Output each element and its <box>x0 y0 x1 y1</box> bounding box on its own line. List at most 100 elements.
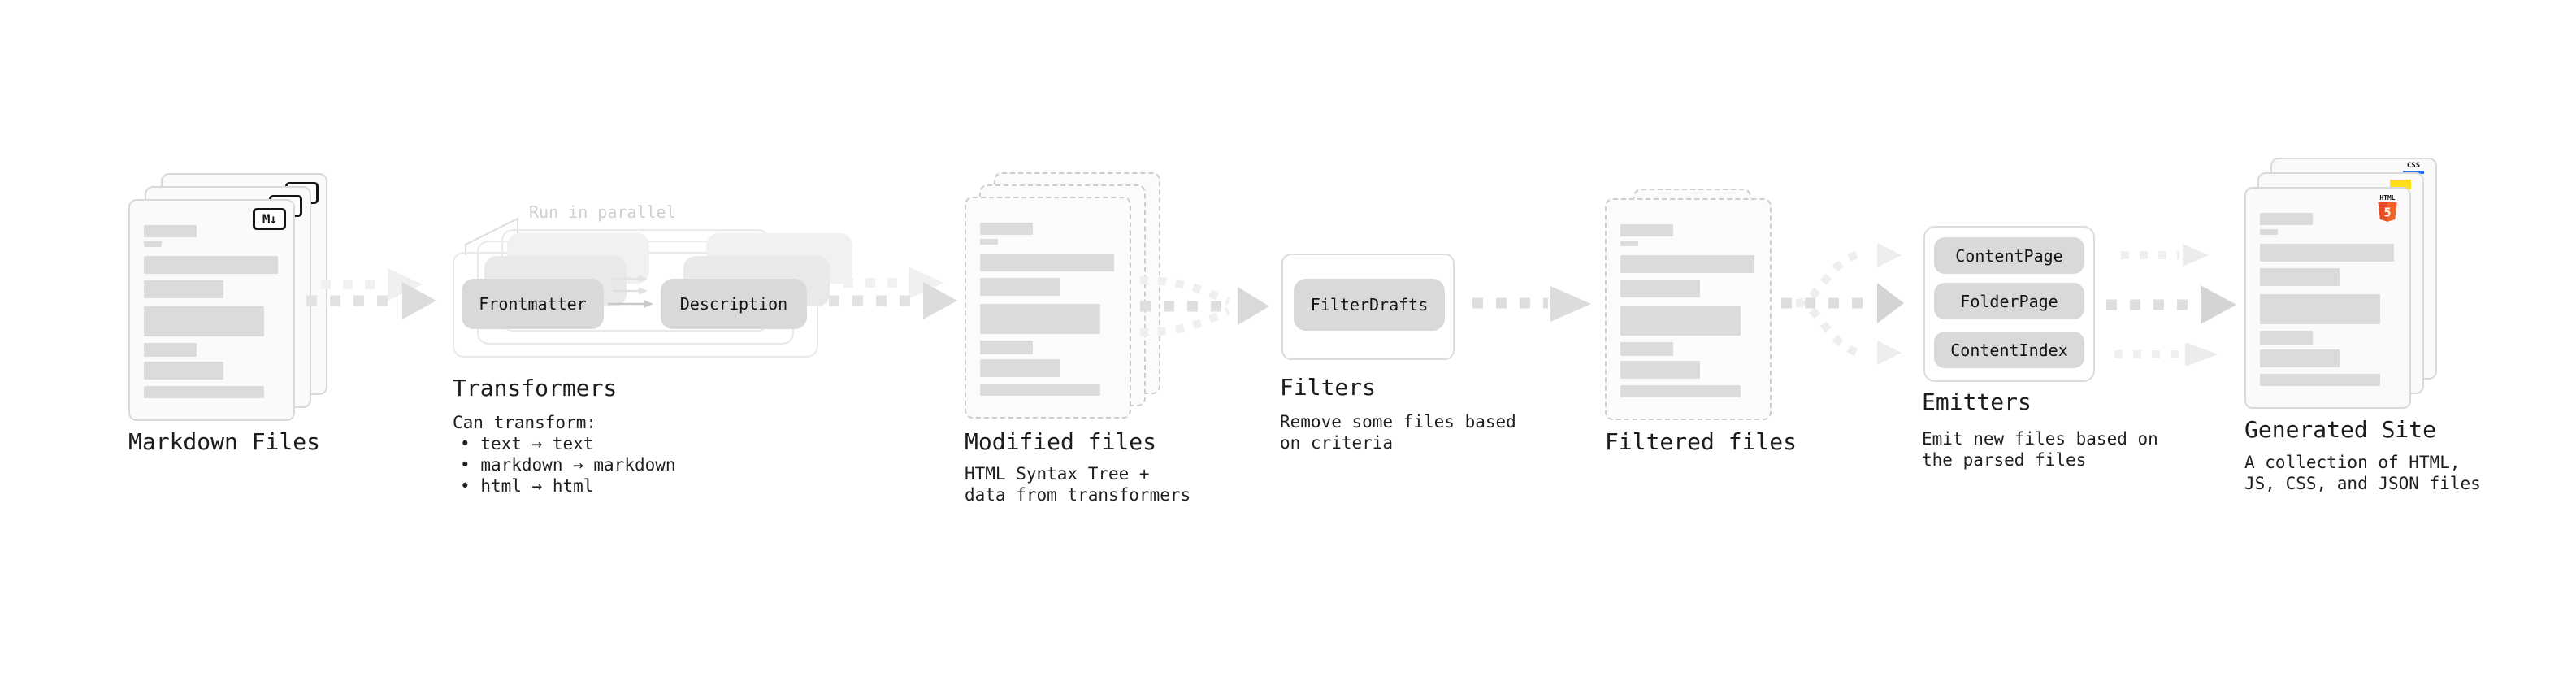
content-line <box>144 280 223 298</box>
arrow-filtered-to-emitters <box>1781 243 1904 365</box>
contentpage-pill: ContentPage <box>1934 237 2084 274</box>
markdown-files-label: Markdown Files <box>128 428 321 455</box>
bullet-item: • html → html <box>460 475 676 497</box>
content-line <box>2260 374 2380 386</box>
content-line <box>980 384 1100 396</box>
filters-section: FilterDrafts <box>1280 248 1459 366</box>
emitters-desc: Emit new files based on the parsed files <box>1922 428 2158 471</box>
emitters-label: Emitters <box>1922 388 2032 415</box>
content-line <box>980 359 1060 377</box>
desc-line: A collection of HTML, <box>2244 453 2461 472</box>
content-line <box>144 241 162 247</box>
content-line <box>2260 349 2340 367</box>
bullet-text: markdown → markdown <box>480 455 676 475</box>
content-line <box>144 306 264 336</box>
description-pill: Description <box>661 279 807 329</box>
content-line <box>1620 385 1741 397</box>
description-pill-label: Description <box>679 294 788 314</box>
document-content-placeholder <box>966 198 1130 417</box>
arrow-modified-to-filters <box>1139 276 1269 336</box>
html-doc-front: HTML 5 <box>2244 187 2411 409</box>
bullet-text: html → html <box>480 476 594 496</box>
content-line <box>1620 241 1638 246</box>
transformers-label: Transformers <box>453 375 618 401</box>
content-line <box>2260 268 2340 286</box>
folderpage-pill-label: FolderPage <box>1960 291 2058 311</box>
desc-line: HTML Syntax Tree + <box>965 464 1150 484</box>
filters-desc: Remove some files based on criteria <box>1280 411 1516 453</box>
content-line <box>1620 342 1673 356</box>
svg-text:5: 5 <box>2383 206 2391 220</box>
document-content-placeholder <box>130 201 293 419</box>
content-line <box>1620 224 1673 236</box>
parallel-arrows-icon <box>608 275 653 308</box>
desc-line: JS, CSS, and JSON files <box>2244 474 2481 493</box>
filterdrafts-pill: FilterDrafts <box>1294 279 1445 331</box>
arrow-markdown-to-transformers <box>306 268 436 319</box>
generated-site-stack: CSS HTML 5 <box>2244 158 2444 414</box>
bullet-dot: • <box>460 434 471 453</box>
markdown-files-stack: M↓ M↓ M↓ <box>128 173 332 425</box>
folderpage-pill: FolderPage <box>1934 283 2084 319</box>
emitters-box <box>1923 226 2095 382</box>
content-line <box>1620 280 1700 297</box>
bullet-dot: • <box>460 476 471 496</box>
arrow-emitters-to-site <box>2106 244 2236 367</box>
content-line <box>1620 255 1754 273</box>
modified-files-desc: HTML Syntax Tree + data from transformer… <box>965 463 1190 505</box>
desc-line: Emit new files based on <box>1922 429 2158 449</box>
content-line <box>2260 213 2313 225</box>
content-line <box>144 362 223 380</box>
content-line <box>2260 229 2278 235</box>
content-line <box>1620 306 1741 336</box>
modified-files-label: Modified files <box>965 428 1157 455</box>
content-line <box>144 386 264 398</box>
content-line <box>980 223 1033 235</box>
desc-line: the parsed files <box>1922 450 2087 470</box>
html5-icon: HTML 5 <box>2378 194 2397 222</box>
content-line <box>2260 294 2380 324</box>
content-line <box>980 254 1114 271</box>
filtered-files-label: Filtered files <box>1605 428 1798 455</box>
svg-text:HTML: HTML <box>2379 194 2395 202</box>
content-line <box>2260 244 2394 262</box>
arrow-transformers-to-modified <box>829 267 957 319</box>
transformers-section: Run in parallel Frontmatter Description <box>450 202 852 373</box>
content-line <box>2260 331 2313 345</box>
filters-label: Filters <box>1280 374 1377 401</box>
arrow-filters-to-filtered <box>1472 286 1591 322</box>
filters-box <box>1281 254 1455 360</box>
css-badge-text: CSS <box>2406 162 2421 170</box>
run-in-parallel-annotation: Run in parallel <box>529 202 676 222</box>
document-content-placeholder <box>2246 189 2409 407</box>
frontmatter-pill: Frontmatter <box>462 279 604 329</box>
transformers-desc-heading: Can transform: <box>453 413 597 432</box>
modified-doc-front <box>965 197 1131 419</box>
frontmatter-pill-label: Frontmatter <box>479 294 587 314</box>
contentindex-pill-label: ContentIndex <box>1950 340 2068 360</box>
desc-line: Remove some files based <box>1280 412 1516 432</box>
filterdrafts-pill-label: FilterDrafts <box>1310 295 1429 314</box>
desc-line: data from transformers <box>965 485 1191 505</box>
desc-line: on criteria <box>1280 433 1394 453</box>
content-line <box>980 340 1033 354</box>
markdown-icon: M↓ <box>253 208 286 230</box>
emitters-section: ContentPage FolderPage ContentIndex <box>1922 226 2101 388</box>
generated-site-label: Generated Site <box>2244 416 2437 443</box>
bullet-text: text → text <box>480 434 594 453</box>
markdown-doc-front: M↓ <box>128 199 295 421</box>
content-line <box>980 278 1060 296</box>
filtered-doc-front <box>1605 198 1772 420</box>
content-line <box>980 239 998 245</box>
contentpage-pill-label: ContentPage <box>1955 245 2063 266</box>
filtered-files-stack <box>1605 189 1792 424</box>
content-line <box>144 256 278 274</box>
generated-site-desc: A collection of HTML, JS, CSS, and JSON … <box>2244 452 2481 494</box>
bullet-item: • markdown → markdown <box>460 454 676 475</box>
content-line <box>1620 361 1700 379</box>
content-line <box>144 343 197 357</box>
bullet-item: • text → text <box>460 433 676 454</box>
contentindex-pill: ContentIndex <box>1934 332 2084 368</box>
content-line <box>980 304 1100 334</box>
